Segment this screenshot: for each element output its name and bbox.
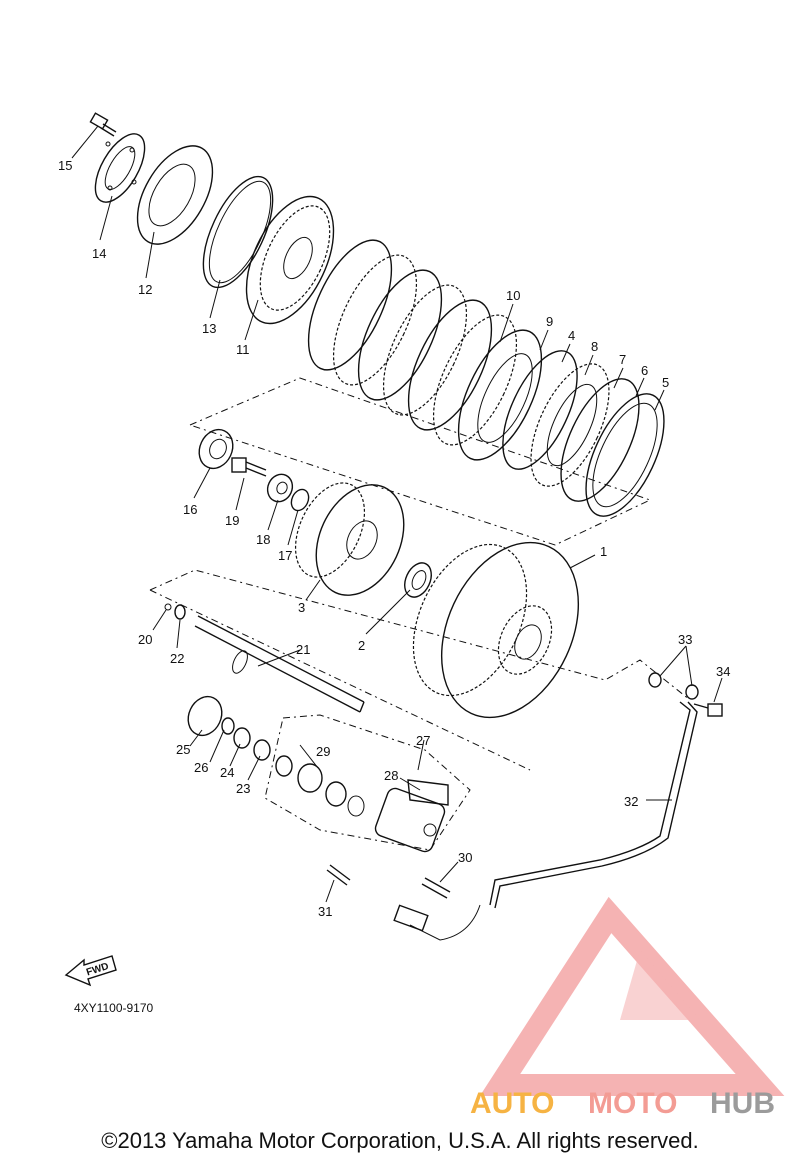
- part-3-clutch-boss: [294, 482, 405, 596]
- callout-8: 8: [591, 339, 598, 354]
- callout-17: 17: [278, 548, 292, 563]
- callout-26: 26: [194, 760, 208, 775]
- part-9-4-8-7-6-5-rings: [502, 350, 665, 517]
- part-19-pushrod-end: [231, 457, 267, 477]
- part-14-plate: [94, 133, 146, 203]
- part-28-bracket: [407, 779, 449, 806]
- part-16-bearing: [198, 428, 234, 470]
- callout-16: 16: [183, 502, 197, 517]
- callout-29: 29: [316, 744, 330, 759]
- part-20-ball: [164, 603, 172, 611]
- callout-labels: 1 2 3 4 5 6 7 8 9 10 11 12 13 14 15 16 1…: [58, 158, 730, 979]
- part-21-push-rod: [194, 615, 365, 713]
- part-10-plate-stack: [307, 239, 543, 461]
- part-18-nut: [266, 473, 294, 503]
- part-13-ring: [202, 175, 274, 289]
- automotohub-watermark: AUTO MOTO HUB: [470, 896, 785, 1120]
- callout-2: 2: [358, 638, 365, 653]
- part-33-washer-a: [648, 672, 662, 688]
- callout-25: 25: [176, 742, 190, 757]
- part-33-washer-b: [685, 684, 699, 700]
- part-11-plate: [245, 195, 335, 325]
- callout-28: 28: [384, 768, 398, 783]
- part-31-bolt: [326, 864, 351, 886]
- parts-drawing: [64, 112, 723, 987]
- callout-19: 19: [225, 513, 239, 528]
- part-12-pressure-plate: [136, 145, 214, 245]
- callout-11: 11: [236, 342, 250, 357]
- callout-31: 31: [318, 904, 332, 919]
- part-30-bolt: [421, 877, 451, 899]
- callout-27: 27: [416, 733, 430, 748]
- callout-1: 1: [600, 544, 607, 559]
- part-25-bearing: [187, 695, 223, 737]
- part-32-hose: [393, 701, 698, 941]
- part-1-clutch-housing: [412, 541, 580, 719]
- copyright-footer: ©2013 Yamaha Motor Corporation, U.S.A. A…: [101, 1128, 699, 1153]
- callout-3: 3: [298, 600, 305, 615]
- callout-34: 34: [716, 664, 730, 679]
- callout-12: 12: [138, 282, 152, 297]
- callout-20: 20: [138, 632, 152, 647]
- watermark-moto: MOTO: [588, 1087, 677, 1120]
- callout-7: 7: [619, 352, 626, 367]
- callout-15: 15: [58, 158, 72, 173]
- part-29-piston-kit: [275, 755, 365, 817]
- callout-10: 10: [506, 288, 520, 303]
- fwd-arrow-icon: [64, 955, 117, 987]
- part-2-thrust-washer: [404, 562, 432, 598]
- watermark-auto: AUTO: [470, 1087, 554, 1120]
- callout-4: 4: [568, 328, 575, 343]
- callout-9: 9: [546, 314, 553, 329]
- part-34-union-bolt: [693, 703, 723, 717]
- group-outlines: [149, 377, 691, 851]
- callout-13: 13: [202, 321, 216, 336]
- part-27-slave-cylinder: [374, 787, 446, 853]
- leader-lines: [71, 125, 723, 903]
- callout-22: 22: [170, 651, 184, 666]
- callout-24: 24: [220, 765, 234, 780]
- callout-30: 30: [458, 850, 472, 865]
- part-24-collar: [233, 727, 251, 749]
- callout-21: 21: [296, 642, 310, 657]
- callout-18: 18: [256, 532, 270, 547]
- part-17-washer: [290, 488, 310, 512]
- callout-23: 23: [236, 781, 250, 796]
- callout-32: 32: [624, 794, 638, 809]
- callout-14: 14: [92, 246, 106, 261]
- callout-33: 33: [678, 632, 692, 647]
- watermark-hub: HUB: [710, 1087, 775, 1120]
- part-22-seal: [174, 604, 186, 620]
- part-15-bolt: [89, 112, 117, 137]
- callout-5: 5: [662, 375, 669, 390]
- part-23-washer: [253, 739, 271, 761]
- callout-6: 6: [641, 363, 648, 378]
- diagram-code: 4XY1100-9170: [74, 1001, 154, 1015]
- part-26-pin: [221, 717, 235, 735]
